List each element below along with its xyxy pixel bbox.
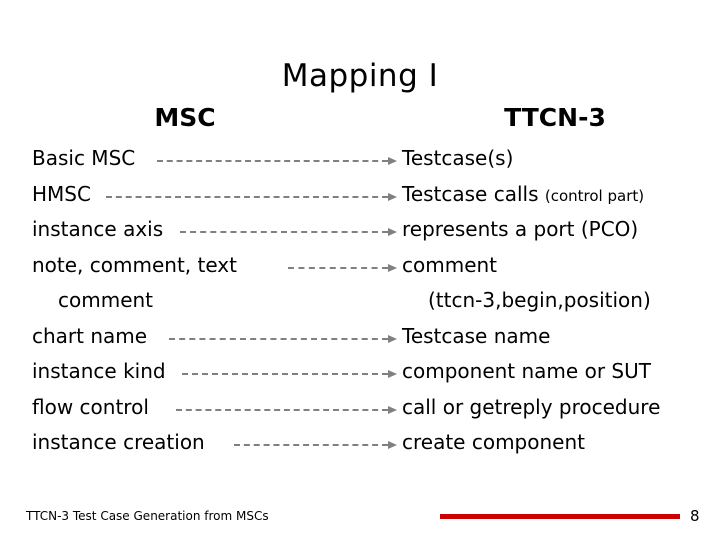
ttcn3-concept-label: Testcase calls (control part) [402,181,644,209]
arrow-head [388,157,397,165]
column-header-msc: MSC [154,103,216,132]
mapping-row: instance creation create component [0,429,720,465]
ttcn3-concept-label: Testcase(s) [402,145,513,171]
arrow-shaft [180,231,388,233]
ttcn3-concept-label: call or getreply procedure [402,394,660,420]
msc-concept-label: instance axis [32,217,164,241]
mapping-arrow-icon [182,370,397,379]
msc-concept-label: Basic MSC [32,146,136,170]
arrow-head [388,263,397,272]
arrow-head [388,228,397,236]
ttcn3-concept-label: represents a port (PCO) [402,216,638,242]
ttcn3-concept-label: (ttcn-3,begin,position) [428,287,651,313]
mapping-row: chart name Testcase name [0,323,720,359]
arrow-shaft [234,444,388,446]
mapping-row: Basic MSC Testcase(s) [0,145,720,181]
msc-concept-label: chart name [32,323,148,348]
ttcn3-concept-label: create component [402,429,585,455]
mapping-row: instance axis represents a port (PCO) [0,216,720,252]
ttcn3-concept-label: Testcase name [402,323,550,349]
ttcn3-concept-text: represents a port (PCO) [402,217,639,241]
mapping-arrow-icon [169,334,397,344]
msc-concept-label: comment [58,288,154,312]
ttcn3-concept-note: (control part) [544,186,645,205]
arrow-head [388,370,397,378]
mapping-row: flow control call or getreply procedure [0,394,720,430]
arrow-head [388,192,397,201]
ttcn3-concept-label: component name or SUT [402,358,651,384]
ttcn3-concept-text: (ttcn-3,begin,position) [428,288,651,312]
ttcn3-concept-label: comment [402,252,497,278]
arrow-shaft [169,337,388,340]
footer-red-bar [440,514,680,519]
arrow-shaft [182,373,388,375]
column-header-ttcn3: TTCN-3 [504,103,606,132]
mapping-arrow-icon [180,228,397,237]
footer-title: TTCN-3 Test Case Generation from MSCs [26,509,269,523]
ttcn3-concept-text: Testcase name [402,323,551,348]
msc-concept-label: HMSC [32,181,91,206]
ttcn3-concept-text: create component [402,430,585,454]
mapping-row: comment (ttcn-3,begin,position) [0,287,720,323]
mapping-row: HMSC Testcase calls (control part) [0,181,720,217]
ttcn3-concept-text: Testcase(s) [402,146,514,170]
mapping-row: instance kind component name or SUT [0,358,720,394]
msc-concept-label: instance kind [32,359,166,383]
ttcn3-concept-text: Testcase calls [402,181,539,206]
msc-concept-label: flow control [32,394,149,419]
mapping-arrow-icon [106,192,397,202]
page-number: 8 [690,507,700,525]
msc-concept-label: note, comment, text [32,252,237,277]
arrow-head [388,441,397,449]
arrow-head [388,334,397,343]
arrow-shaft [176,408,388,411]
ttcn3-concept-text: component name or SUT [402,359,651,383]
mapping-row: note, comment, text comment [0,252,720,288]
mapping-arrow-icon [288,263,397,273]
arrow-shaft [157,160,388,162]
page-title: Mapping I [281,57,439,94]
arrow-shaft [106,195,388,198]
ttcn3-concept-text: call or getreply procedure [402,394,661,419]
arrow-shaft [288,266,388,269]
mapping-table: Basic MSC Testcase(s) HMSC Testcase calls (… [0,145,720,465]
mapping-arrow-icon [176,405,397,415]
mapping-arrow-icon [234,441,397,450]
mapping-arrow-icon [157,157,397,166]
arrow-head [388,405,397,414]
msc-concept-label: instance creation [32,430,205,454]
ttcn3-concept-text: comment [402,252,498,277]
